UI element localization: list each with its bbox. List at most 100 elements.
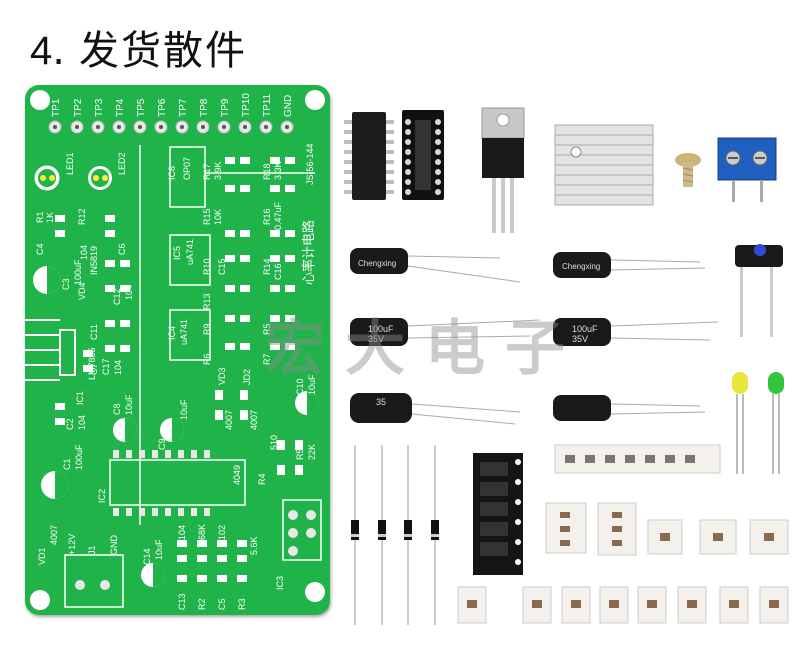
svg-text:IC6: IC6 xyxy=(167,166,177,180)
parts-area: Chengxing Chengxing 100uF 35V 100uF 35V … xyxy=(340,90,800,630)
svg-text:R5: R5 xyxy=(295,448,305,460)
silkscreen-outlines xyxy=(64,145,322,608)
svg-text:C10: C10 xyxy=(295,378,305,395)
svg-text:100uF: 100uF xyxy=(73,259,83,285)
diodes xyxy=(351,445,439,625)
svg-text:GND: GND xyxy=(283,95,294,117)
svg-text:104: 104 xyxy=(124,285,134,300)
parts-artwork: Chengxing Chengxing 100uF 35V 100uF 35V … xyxy=(344,107,789,625)
svg-text:R17: R17 xyxy=(202,163,212,180)
svg-text:C16: C16 xyxy=(273,263,283,280)
electrolytic-footprints xyxy=(33,266,319,587)
svg-text:TP8: TP8 xyxy=(199,98,210,117)
svg-text:TP9: TP9 xyxy=(220,98,231,117)
screw xyxy=(675,153,701,187)
svg-text:R7: R7 xyxy=(262,353,272,365)
svg-text:C5: C5 xyxy=(217,598,227,610)
smd-pads xyxy=(55,157,303,582)
svg-text:J1: J1 xyxy=(87,545,97,555)
svg-text:C8: C8 xyxy=(112,403,122,415)
svg-text:5.6K: 5.6K xyxy=(249,536,259,555)
svg-text:TP6: TP6 xyxy=(157,98,168,117)
svg-text:OP07: OP07 xyxy=(182,157,192,180)
heading-separator: . xyxy=(52,28,65,74)
svg-text:IC5: IC5 xyxy=(172,246,182,260)
svg-text:C15: C15 xyxy=(217,258,227,275)
svg-text:10uF: 10uF xyxy=(307,374,317,395)
svg-text:IC1: IC1 xyxy=(75,391,85,405)
svg-text:R14: R14 xyxy=(262,258,272,275)
svg-text:104: 104 xyxy=(77,415,87,430)
svg-text:uA741: uA741 xyxy=(179,319,189,345)
watermark: 宏大电子 xyxy=(265,314,585,384)
svg-text:4049: 4049 xyxy=(232,465,242,485)
svg-text:104: 104 xyxy=(79,245,89,260)
svg-text:R2: R2 xyxy=(197,598,207,610)
svg-text:JD2: JD2 xyxy=(242,369,252,385)
svg-text:104: 104 xyxy=(113,360,123,375)
svg-text:10uF: 10uF xyxy=(154,539,164,560)
ir-sensor xyxy=(735,244,783,337)
svg-text:22K: 22K xyxy=(307,444,317,460)
svg-text:R15: R15 xyxy=(202,208,212,225)
svg-text:68K: 68K xyxy=(197,524,207,540)
electrolytic-capacitors: Chengxing Chengxing 100uF 35V 100uF 35V … xyxy=(350,248,719,425)
svg-text:R4: R4 xyxy=(257,473,267,485)
svg-text:C3: C3 xyxy=(61,278,71,290)
svg-text:GND: GND xyxy=(109,535,119,556)
svg-text:TP3: TP3 xyxy=(94,98,105,117)
svg-text:LM7805: LM7805 xyxy=(87,347,97,380)
mounting-holes xyxy=(30,90,325,610)
svg-text:C2: C2 xyxy=(65,418,75,430)
svg-text:C6: C6 xyxy=(117,243,127,255)
svg-text:TP5: TP5 xyxy=(136,98,147,117)
pcb-artwork: TP1 TP2 TP3 TP4 TP5 TP6 TP7 TP8 TP9 TP10… xyxy=(25,90,325,610)
svg-text:C17: C17 xyxy=(101,358,111,375)
svg-text:TP7: TP7 xyxy=(178,98,189,117)
svg-text:104: 104 xyxy=(177,525,187,540)
svg-text:C13: C13 xyxy=(177,593,187,610)
svg-text:C11: C11 xyxy=(89,324,99,340)
svg-text:10uF: 10uF xyxy=(179,399,189,420)
svg-text:C1: C1 xyxy=(62,458,72,470)
smd-pieces xyxy=(457,502,789,624)
svg-text:510: 510 xyxy=(269,435,279,450)
svg-text:TP11: TP11 xyxy=(262,93,273,117)
svg-text:TP1: TP1 xyxy=(51,98,62,117)
svg-text:C4: C4 xyxy=(35,243,45,255)
heading-text: 发货散件 xyxy=(78,28,247,74)
svg-text:C9: C9 xyxy=(157,438,167,450)
svg-text:R13: R13 xyxy=(202,293,212,310)
ic-socket xyxy=(402,110,444,200)
heatsink-silk xyxy=(25,319,76,381)
svg-text:10K: 10K xyxy=(213,209,223,225)
svg-text:4007: 4007 xyxy=(249,410,259,430)
svg-text:TP2: TP2 xyxy=(73,98,84,117)
svg-text:VD1: VD1 xyxy=(37,547,47,565)
svg-text:TP10: TP10 xyxy=(241,93,252,117)
smd-tape-black xyxy=(473,453,523,575)
svg-text:LED1: LED1 xyxy=(65,152,75,175)
svg-text:IN5819: IN5819 xyxy=(89,246,99,275)
svg-text:35V: 35V xyxy=(368,334,384,344)
svg-text:LED2: LED2 xyxy=(117,152,127,175)
svg-text:IC2: IC2 xyxy=(97,489,107,503)
svg-text:C14: C14 xyxy=(142,548,152,565)
svg-text:R12: R12 xyxy=(77,208,87,225)
svg-text:Chengxing: Chengxing xyxy=(358,259,396,268)
svg-text:R9: R9 xyxy=(202,323,212,335)
svg-text:100uF: 100uF xyxy=(74,444,84,470)
svg-text:R6: R6 xyxy=(202,353,212,365)
test-point-pads xyxy=(48,120,294,134)
svg-text:VD3: VD3 xyxy=(217,367,227,385)
svg-text:100uF: 100uF xyxy=(572,324,598,334)
terminal-block xyxy=(717,137,777,202)
svg-text:100uF: 100uF xyxy=(368,324,394,334)
leds xyxy=(732,372,784,474)
voltage-regulator xyxy=(481,107,525,233)
svg-text:IC3: IC3 xyxy=(275,576,285,590)
svg-text:JS-56-144: JS-56-144 xyxy=(305,143,315,185)
svg-text:+12V: +12V xyxy=(67,534,77,555)
ic-pads xyxy=(75,450,316,590)
svg-text:R16: R16 xyxy=(262,208,272,225)
